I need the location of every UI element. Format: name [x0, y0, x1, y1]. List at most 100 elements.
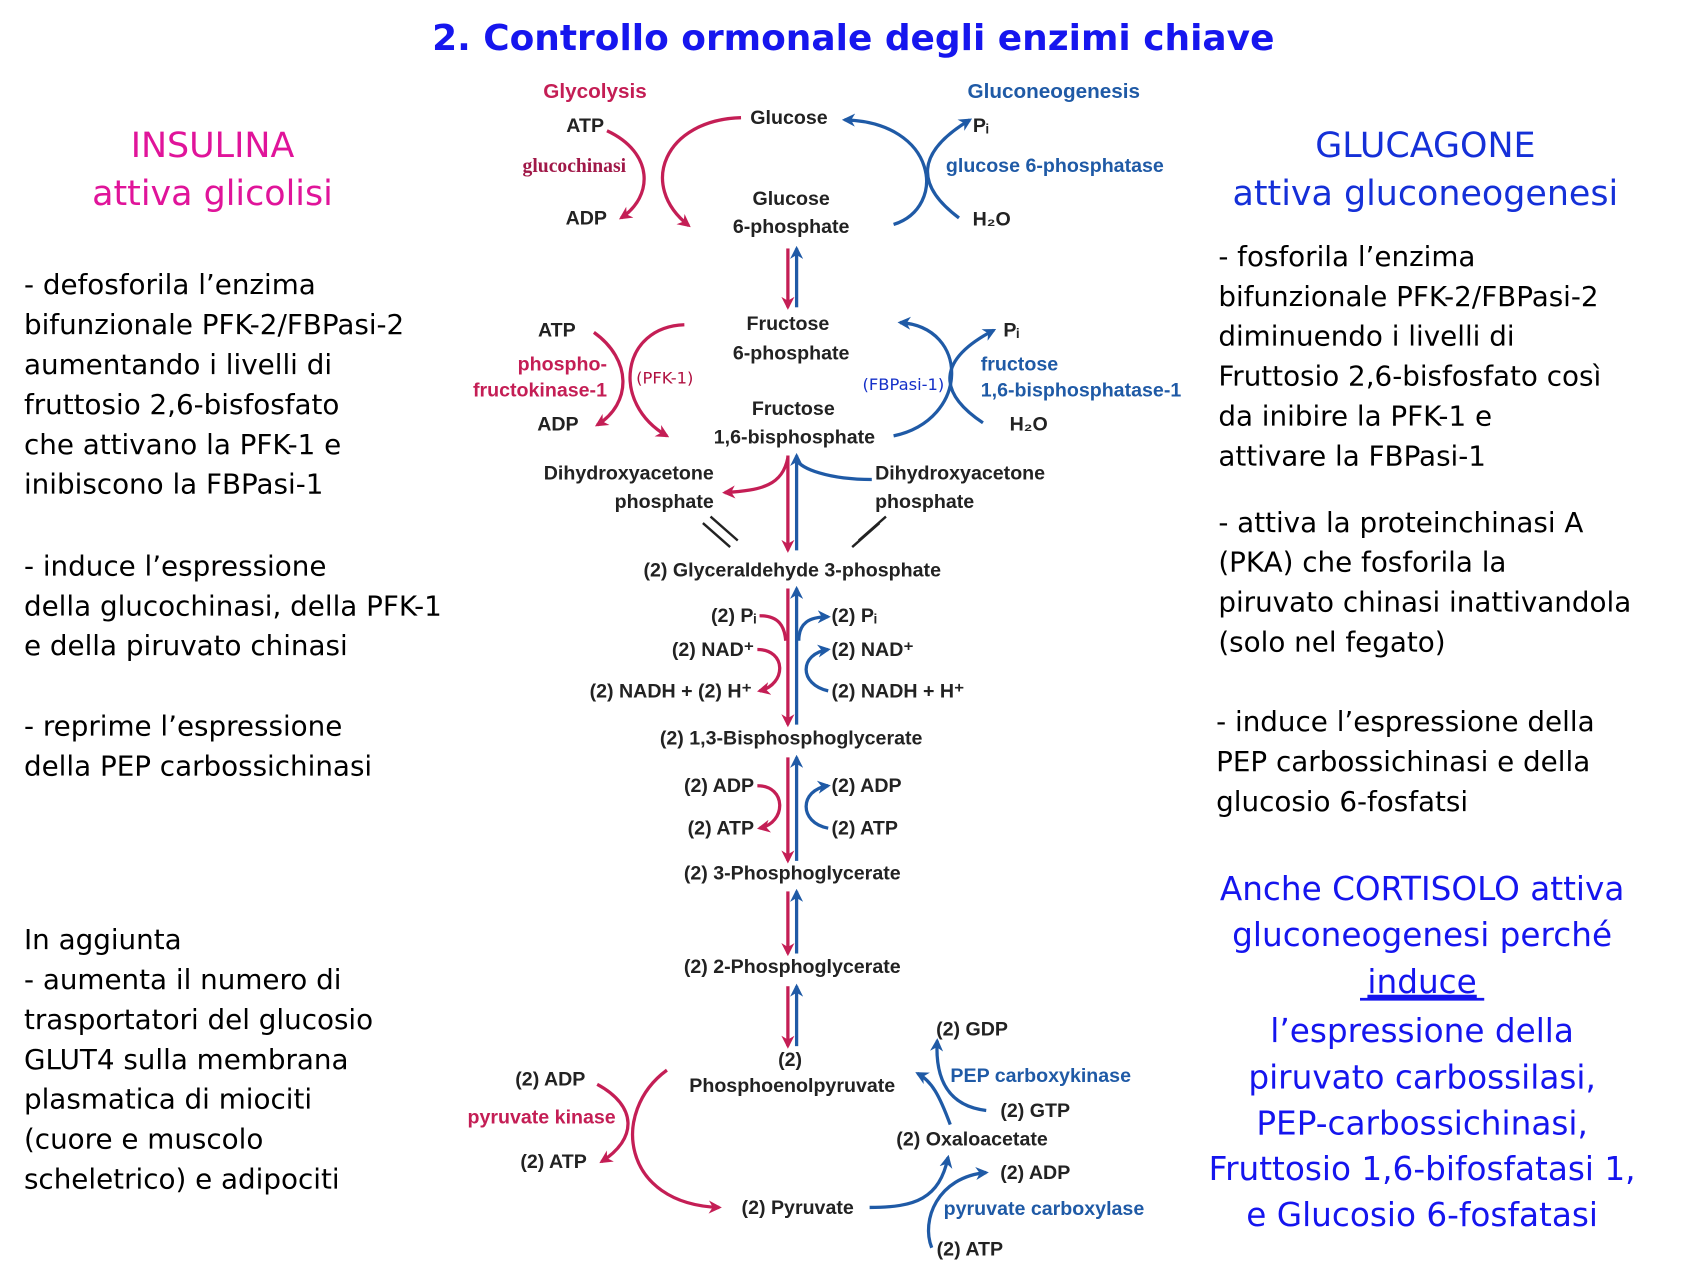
equilibrium-left: [702, 515, 739, 548]
2pg-label: (2) 2-Phosphoglycerate: [684, 956, 901, 978]
equilibrium-right: [851, 515, 887, 548]
adp-label: (2) ADP: [1000, 1162, 1070, 1184]
pathway-arrows: [592, 113, 997, 1249]
fbpase1-label: fructose: [981, 354, 1058, 376]
fbpase1-label: 1,6-bisphosphatase-1: [981, 380, 1182, 402]
adp-atp-arrow-pk: [596, 1082, 630, 1164]
dhap-in-arrow: [795, 458, 872, 482]
insulin-text-line: trasportatori del glucosio: [24, 1003, 373, 1036]
adp-label: (2) ADP: [684, 775, 754, 797]
pi-in-arrow: [759, 614, 788, 641]
glucagon-text-line: PEP carbossichinasi e della: [1216, 745, 1590, 778]
atp-label: (2) ATP: [831, 818, 897, 840]
nadh-label: (2) NADH + H⁺: [831, 680, 964, 702]
insulin-text-line: bifunzionale PFK-2/FBPasi-2: [24, 308, 404, 341]
atp-label: (2) ATP: [688, 818, 754, 840]
pfk1-label: fructokinase-1: [473, 380, 607, 402]
nadh-out-arrow: [757, 647, 782, 695]
gdp-label: (2) GDP: [936, 1018, 1008, 1040]
pi-label: Pᵢ: [1003, 320, 1019, 342]
insulin-text-line: aumentando i livelli di: [24, 348, 332, 381]
dhap-label: phosphate: [615, 491, 714, 513]
pepck-arrow: [915, 1071, 952, 1126]
insulin-text-line: fruttosio 2,6-bisfosfato: [24, 388, 339, 421]
glucagon-text-line: glucosio 6-fosfatsi: [1216, 785, 1468, 818]
insulin-text-line: della PEP carbossichinasi: [24, 749, 372, 782]
fbpase1-abbr: (FBPasi-1): [863, 375, 945, 394]
insulin-heading: INSULINA: [131, 126, 295, 166]
insulin-text-line: - defosforila l’enzima: [24, 268, 316, 301]
adp-label: ADP: [566, 207, 607, 229]
pathway-labels: Glycolysis Gluconeogenesis ATP Glucose P…: [467, 80, 1181, 1260]
adp-label: (2) ADP: [515, 1068, 585, 1090]
glucagon-text-line: - induce l’espressione della: [1216, 705, 1594, 738]
pyruvate-carboxylase-label: pyruvate carboxylase: [944, 1198, 1145, 1220]
glycolysis-label: Glycolysis: [543, 80, 647, 103]
insulin-text-line: GLUT4 sulla membrana: [24, 1043, 349, 1076]
nad-label: (2) NAD⁺: [831, 639, 913, 661]
glucose-label: Glucose: [750, 107, 827, 129]
3pg-label: (2) 3-Phosphoglycerate: [684, 862, 901, 884]
adp-label: ADP: [537, 413, 578, 435]
atp-label: (2) ATP: [520, 1151, 586, 1173]
insulin-text-line: della glucochinasi, della PFK-1: [24, 589, 442, 622]
dhap-out-arrow: [722, 457, 790, 499]
insulin-text-line: e della piruvato chinasi: [24, 629, 348, 662]
atp-adp-arrow-pc: [926, 1166, 989, 1249]
pi-label: (2) Pᵢ: [711, 605, 756, 627]
pfk1-label: phospho-: [518, 354, 607, 376]
insulin-text-line: (cuore e muscolo: [24, 1123, 263, 1156]
glucagon-text-line: - attiva la proteinchinasi A: [1218, 506, 1583, 539]
glucagon-text-line: piruvato chinasi inattivandola: [1218, 586, 1631, 619]
glucokinase-label: glucochinasi: [523, 156, 627, 177]
pyruvate-kinase-arrow: [631, 1068, 722, 1214]
pi-label: Pᵢ: [973, 115, 989, 137]
text-blocks: - defosforila l’enzima bifunzionale PFK-2…: [24, 240, 1631, 1196]
insulin-text-line: - reprime l’espressione: [24, 710, 342, 743]
g6pase-arrow: [841, 113, 929, 227]
bpg-label: (2) 1,3-Bisphosphoglycerate: [660, 727, 923, 749]
atp-label: (2) ATP: [937, 1238, 1003, 1260]
pepck-label: PEP carboxykinase: [950, 1065, 1131, 1087]
insulin-text-line: che attivano la PFK-1 e: [24, 428, 341, 461]
gtp-label: (2) GTP: [1000, 1100, 1070, 1122]
gluconeogenesis-label: Gluconeogenesis: [968, 80, 1140, 103]
insulin-text-line: - aumenta il numero di: [24, 963, 341, 996]
cortisol-note: Anche CORTISOLO attiva gluconeogenesi per…: [1209, 870, 1636, 1234]
insulin-subheading: attiva glicolisi: [92, 174, 333, 214]
cortisol-text-line: gluconeogenesi perché: [1232, 916, 1612, 954]
glucagon-text-line: (solo nel fegato): [1218, 625, 1445, 658]
f16bp-label: Fructose: [752, 398, 835, 420]
atp-label: ATP: [538, 320, 576, 342]
glucagon-text-line: bifunzionale PFK-2/FBPasi-2: [1218, 280, 1598, 313]
g3p-label: (2) Glyceraldehyde 3-phosphate: [643, 559, 941, 581]
glucagon-text-line: attivare la FBPasi-1: [1218, 439, 1486, 472]
nad-label: (2) NAD⁺: [672, 639, 754, 661]
h2o-label: H₂O: [1010, 413, 1048, 435]
insulin-text-line: scheletrico) e adipociti: [24, 1162, 340, 1195]
pi-label: (2) Pᵢ: [831, 605, 876, 627]
cortisol-text-line: piruvato carbossilasi,: [1248, 1059, 1596, 1097]
glucagon-heading: GLUCAGONE: [1315, 126, 1535, 166]
f16bp-label: 1,6-bisphosphate: [714, 427, 875, 449]
dhap-label: Dihydroxyacetone: [875, 462, 1045, 484]
cortisol-text-line: l’espressione della: [1270, 1012, 1574, 1050]
cortisol-text-line: PEP-carbossichinasi,: [1256, 1104, 1588, 1142]
insulin-text-line: inibiscono la FBPasi-1: [24, 468, 323, 501]
glucagon-text-line: diminuendo i livelli di: [1218, 320, 1514, 353]
oxaloacetate-label: (2) Oxaloacetate: [896, 1128, 1048, 1150]
glucagon-subheading: attiva gluconeogenesi: [1233, 174, 1619, 214]
glucagon-text-line: da inibire la PFK-1 e: [1218, 399, 1492, 432]
adp-out-arrow: [804, 780, 831, 830]
atp-adp-arrow: [606, 129, 646, 220]
pyruvate-label: (2) Pyruvate: [742, 1197, 854, 1219]
hexokinase-arrow: [660, 116, 742, 228]
reversible-arrows: [781, 245, 804, 1049]
nadh-label: (2) NADH + (2) H⁺: [590, 680, 752, 702]
h2o-label: H₂O: [973, 209, 1011, 231]
cortisol-text-line: Anche CORTISOLO attiva: [1220, 870, 1625, 908]
pfk1-arrow: [628, 323, 685, 438]
dhap-label: phosphate: [875, 491, 974, 513]
